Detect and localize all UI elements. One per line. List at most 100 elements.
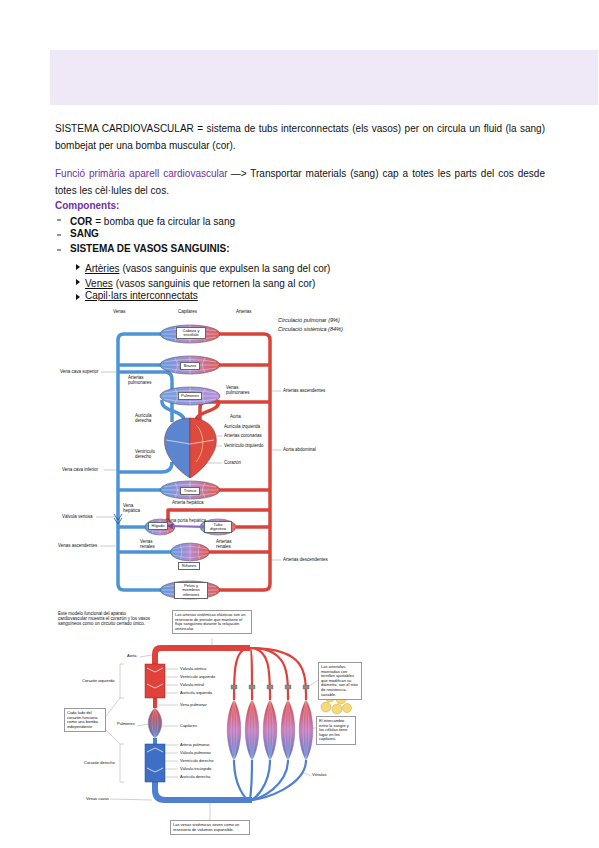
arteriole-screw (231, 685, 237, 689)
bullet-text: Components: (55, 200, 119, 212)
capillary-bundle (263, 700, 277, 760)
paragraph: SISTEMA CARDIOVASCULAR = sistema de tubs… (55, 120, 545, 154)
capillary-bundle (227, 700, 313, 760)
organ-label-box: Hígado (148, 522, 168, 530)
callout-box: El intercambio entre la sangre y las cél… (316, 716, 356, 745)
leader-line (96, 517, 116, 518)
model-label: Venas cavas (86, 797, 109, 802)
capillary-bed (160, 387, 220, 405)
body-text: COR (70, 216, 92, 227)
capillary-bundle (245, 700, 259, 760)
bullet-dash (57, 220, 61, 221)
leader-line (165, 777, 178, 778)
bullet-triangle (76, 279, 80, 285)
diagram-label: Aorta (230, 414, 241, 419)
node-text: Tubo digestivo (206, 523, 230, 532)
model-label: Vénulas (312, 773, 326, 778)
paragraph: Funció primària aparell cardiovascular—>… (55, 165, 545, 199)
node-text: Las venas sistémicas sirven como un rese… (173, 823, 247, 832)
venous-vessel (155, 782, 252, 800)
body-text: = bomba que fa circular la sang (95, 216, 235, 227)
venous-valve (114, 514, 122, 524)
diagram-label: Vena hepática (123, 503, 145, 513)
vein-vessels (118, 550, 172, 554)
bullet-text: Capil·lars interconnectats (85, 290, 198, 302)
callout-box: Las arteriolas, mostradas con tornillos … (318, 662, 362, 700)
artery-vessels (236, 525, 270, 529)
diagram-label: Capilares (178, 309, 197, 314)
arteriole-screw (249, 685, 255, 689)
leader-line (165, 753, 178, 754)
organ-label-box: Pulmones (178, 392, 202, 400)
callout-box: Las arterias sistémicas elásticas son un… (172, 610, 252, 634)
diagram-label: Circulació pulmonar (9%) (278, 317, 340, 323)
capillary-bed (145, 325, 236, 599)
leader-line (140, 655, 152, 657)
node-text: Tronco (182, 489, 198, 494)
node-text: Cada lado del corazón funciona como una … (67, 711, 103, 729)
leader-line (101, 372, 116, 373)
lung-bundle (148, 708, 162, 738)
diagram-label: Arterias ascendentes (283, 388, 325, 393)
venous-vessel (250, 760, 252, 800)
callout-box: Cada lado del corazón funciona como una … (64, 708, 106, 732)
leader-line (165, 769, 178, 770)
capillary-bundle (299, 700, 313, 760)
organ-label-box: Brazos (180, 362, 200, 370)
leader-line (158, 705, 178, 706)
diagram-label: Arterias renales (216, 539, 242, 549)
body-text: (vasos sanguinis que retornen la sang al… (116, 278, 316, 289)
leader-line (272, 450, 281, 451)
diagram-label: Corazón (224, 460, 241, 465)
model-label: Arteria pulmonar (180, 743, 210, 748)
bullet-text: SANG (70, 228, 99, 240)
artery-vessels (218, 488, 270, 492)
node-text: Las arterias sistémicas elásticas son un… (175, 613, 249, 631)
model-label: Ventrículo derecho (180, 759, 213, 764)
leader-line (210, 803, 211, 820)
artery-vessels (218, 363, 270, 367)
callout-box: Las venas sistémicas sirven como un rese… (170, 820, 250, 835)
diagram-label: Arteria hepática (172, 500, 204, 505)
leader-line (120, 664, 124, 698)
leader-line (165, 745, 178, 746)
aorta-vessel (153, 698, 157, 708)
capillary-bed (160, 581, 220, 599)
diagram-label: Ventrículo izquierdo (224, 443, 264, 448)
vein-vessels (118, 488, 162, 492)
bullet-dash (57, 220, 61, 250)
model-label: Pulmones (117, 722, 135, 727)
model-label: Corazón izquierdo (82, 679, 114, 684)
body-text: (vasos sanguinis que expulsen la sang de… (122, 263, 330, 274)
aorta-vessel (250, 648, 306, 700)
vein-vessels (118, 363, 162, 367)
paragraph: Venes(vasos sanguinis que retornen la sa… (85, 275, 505, 292)
aorta-vessel (250, 648, 270, 700)
body-text: SISTEMA CARDIOVASCULAR = sistema de tubs… (55, 123, 545, 151)
diagram-label: Arterias (236, 309, 252, 314)
bullet-text: SISTEMA DE VASOS SANGUINIS: (70, 243, 229, 255)
bullet-triangle (76, 264, 80, 300)
heart (164, 418, 190, 478)
node-text: Las arteriolas, mostradas con tornillos … (321, 665, 359, 697)
node-text: Cabeza y encéfalo (178, 329, 204, 338)
paragraph: COR= bomba que fa circular la sang (70, 213, 490, 230)
leader-line (104, 470, 116, 471)
model-label: Corazón derecho (84, 761, 115, 766)
organ-label-box: Tubo digestivo (204, 521, 232, 533)
venous-vessel (250, 760, 306, 800)
leader-line (137, 724, 149, 726)
capillary-bundle (281, 700, 295, 760)
paragraph: Artèries(vasos sanguinis que expulsen la… (85, 260, 505, 277)
bullet-triangle (76, 264, 80, 270)
organ-label-box: Cabeza y encéfalo (176, 327, 206, 339)
model-label: Ventrículo izquierdo (180, 675, 215, 680)
model-label: Capilares (180, 724, 197, 729)
node-text: Brazos (182, 364, 198, 369)
leader-line (165, 693, 178, 694)
diagram-label: Aorta abdominal (283, 447, 316, 452)
diagram-label: Vena cava inferior (62, 467, 98, 472)
model-label: Válvula mitral (180, 683, 204, 688)
artery-vessels (208, 550, 270, 554)
aorta-vessel (250, 648, 252, 700)
